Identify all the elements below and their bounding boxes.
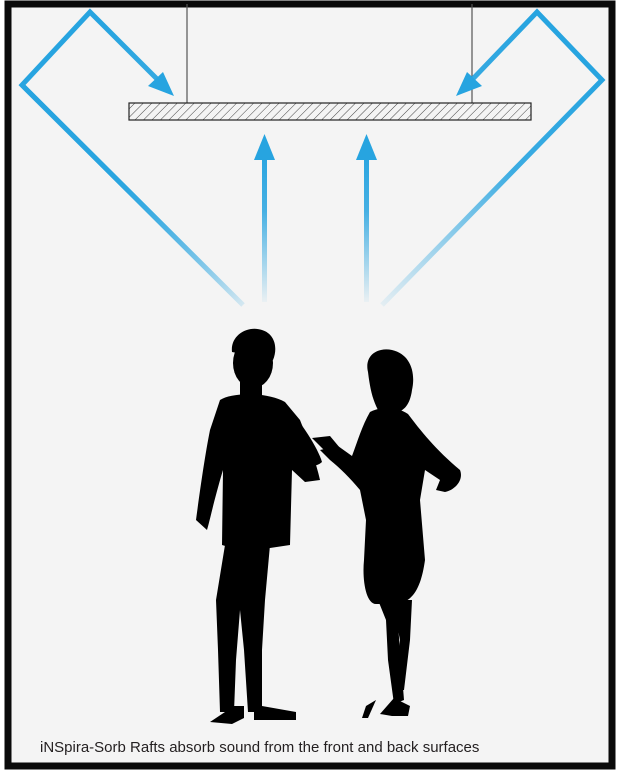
diagram-caption: iNSpira-Sorb Rafts absorb sound from the… xyxy=(40,738,600,758)
ceiling-raft xyxy=(129,103,531,120)
